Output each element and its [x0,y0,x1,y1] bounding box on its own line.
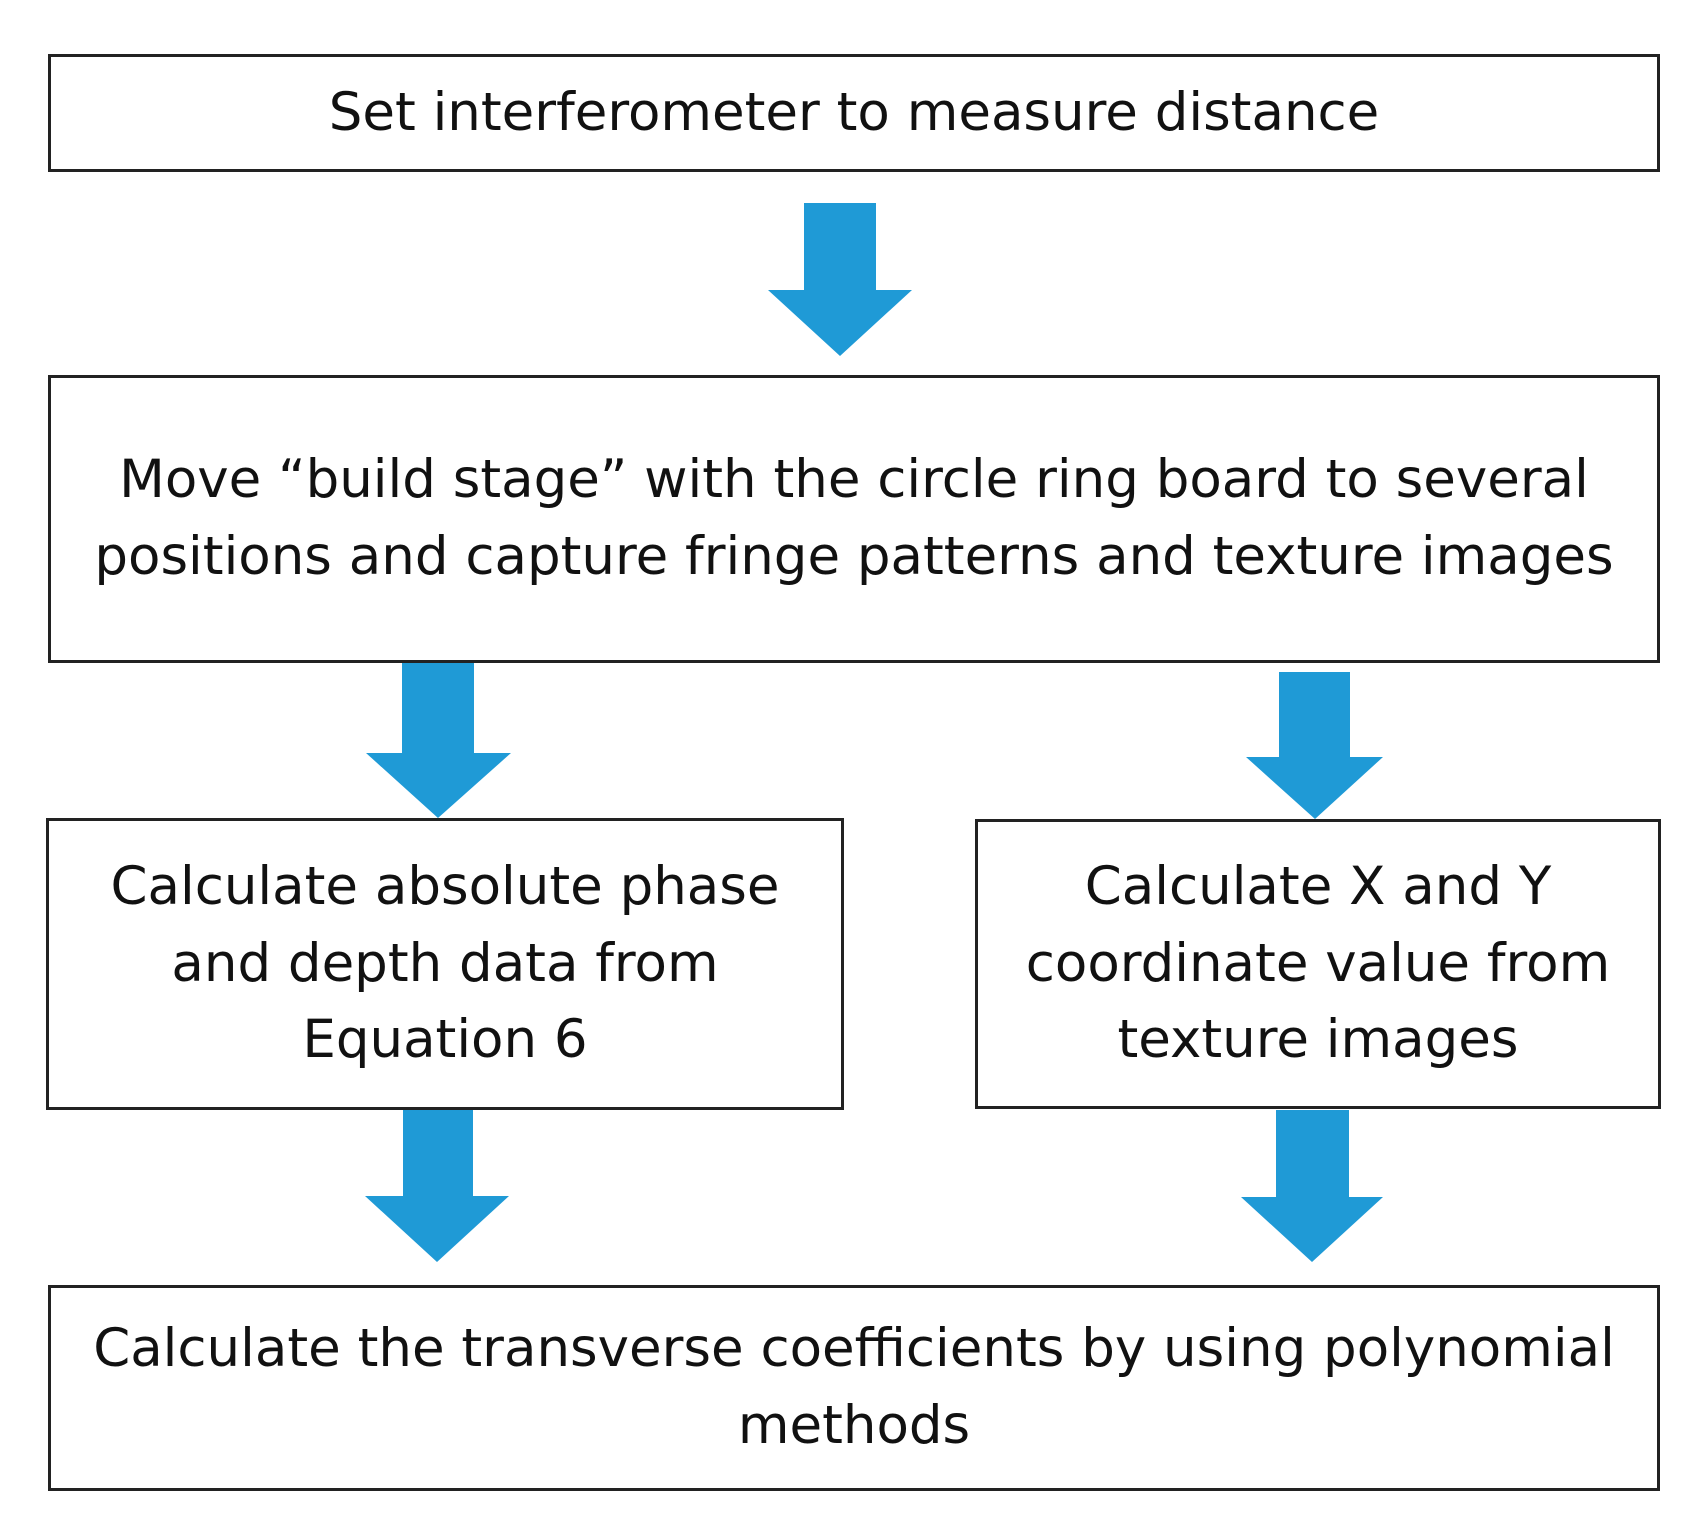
arrow-step2-to-step4 [1246,672,1383,819]
step-calculate-transverse-coefficients: Calculate the transverse coefficients by… [48,1285,1660,1491]
step-calculate-phase-depth: Calculate absolute phase and depth data … [46,818,844,1110]
step-calculate-xy-coordinates: Calculate X and Y coordinate value from … [975,819,1661,1109]
step-move-build-stage-text: Move “build stage” with the circle ring … [94,449,1614,587]
step-set-interferometer: Set interferometer to measure distance [48,54,1660,172]
step-calculate-transverse-coefficients-text: Calculate the transverse coefficients by… [93,1318,1615,1456]
arrow-step4-to-step5 [1241,1110,1383,1262]
arrow-step3-to-step5 [365,1110,509,1262]
arrow-step1-to-step2 [768,203,912,356]
step-move-build-stage: Move “build stage” with the circle ring … [48,375,1660,663]
step-set-interferometer-text: Set interferometer to measure distance [328,81,1380,143]
step-calculate-phase-depth-text: Calculate absolute phase and depth data … [110,855,780,1071]
step-calculate-xy-coordinates-text: Calculate X and Y coordinate value from … [1025,855,1611,1071]
arrow-step2-to-step3 [366,663,511,818]
